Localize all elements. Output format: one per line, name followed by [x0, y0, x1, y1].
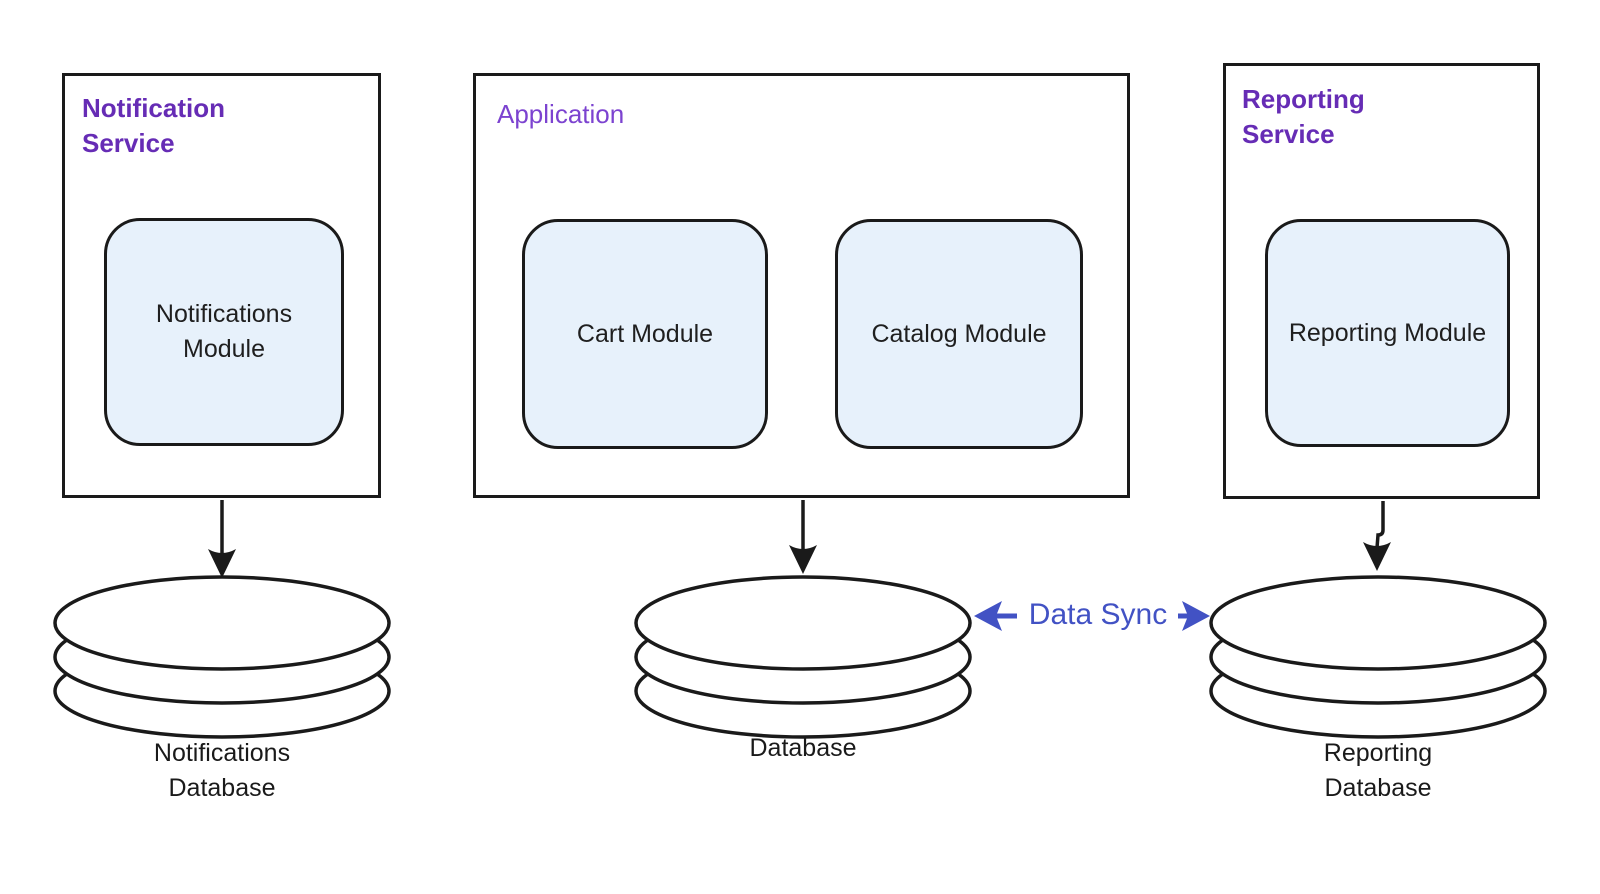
down-arrow-icon: [208, 500, 236, 578]
cart-module-node: Cart Module: [522, 219, 768, 449]
notifications-database-label: Notifications Database: [153, 739, 291, 802]
down-arrow-icon: [1363, 501, 1391, 571]
reporting-module-node: Reporting Module: [1265, 219, 1510, 447]
reporting-service-title: Reporting Service: [1242, 84, 1365, 149]
application-box: Application Cart Module Catalog Module: [473, 73, 1130, 498]
cart-module-label: Cart Module: [576, 319, 714, 348]
notification-service-title: Notification Service: [82, 93, 225, 158]
main-database-label: Database: [749, 734, 857, 762]
reporting-database-label: Reporting Database: [1323, 739, 1433, 802]
database-cylinder-icon: [53, 575, 391, 739]
catalog-module-label: Catalog Module: [871, 319, 1047, 348]
reporting-service-box: Reporting Service Reporting Module: [1223, 63, 1540, 499]
catalog-module-node: Catalog Module: [835, 219, 1083, 449]
notifications-module-node: Notifications Module: [104, 218, 344, 446]
down-arrow-icon: [789, 500, 817, 574]
data-sync-label: Data Sync: [1028, 598, 1168, 631]
database-cylinder-icon: [1209, 575, 1547, 739]
application-title: Application: [497, 99, 625, 129]
notifications-module-label: Notifications Module: [155, 300, 293, 363]
database-cylinder-icon: [634, 575, 972, 739]
notification-service-box: Notification Service Notifications Modul…: [62, 73, 381, 498]
reporting-module-label: Reporting Module: [1288, 318, 1487, 347]
